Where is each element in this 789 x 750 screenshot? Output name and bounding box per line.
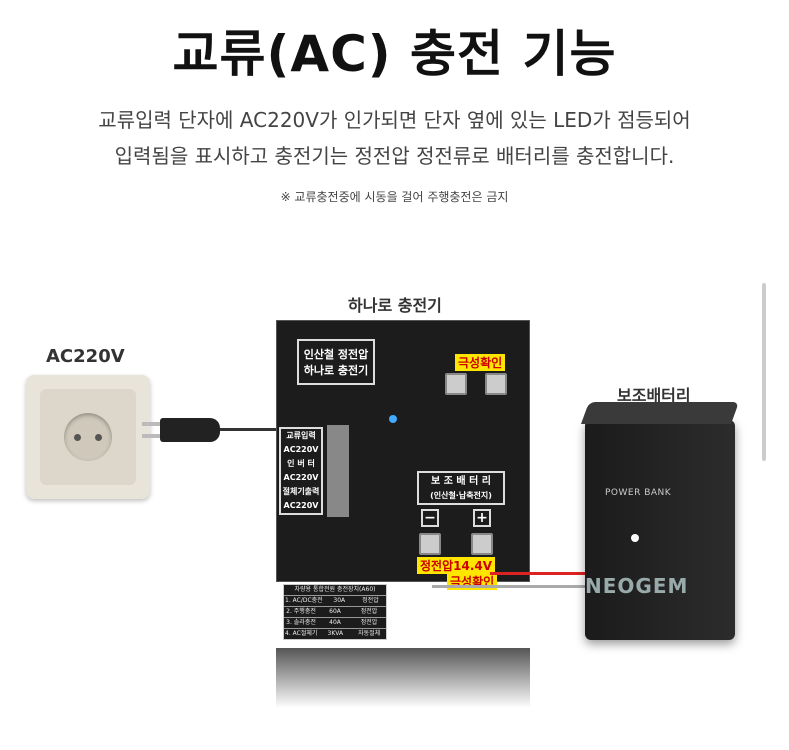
terminal-screw [485, 373, 507, 395]
input-2-volt: AC220V [283, 473, 319, 482]
charger-label: 하나로 충전기 [348, 296, 442, 315]
plug-image [142, 418, 220, 442]
device-name-2: 하나로 충전기 [303, 364, 369, 377]
aux-battery-sub: (인산철·납축전지) [430, 491, 492, 500]
led-blue [389, 415, 397, 423]
input-3-name: 절체기출력 [282, 487, 320, 496]
terminal-screw [471, 533, 493, 555]
plug-cable [220, 428, 278, 431]
device-name-1: 인산철 정전압 [303, 348, 369, 361]
description-line-2: 입력됨을 표시하고 충전기는 정전압 정전류로 배터리를 충전합니다. [114, 144, 675, 168]
charger-device: 인산철 정전압 하나로 충전기 극성확인 교류입력 AC220V 인 버 터 AC2… [276, 320, 530, 590]
terminal-block [327, 425, 349, 517]
brand-watermark: NEOGEM [585, 574, 689, 598]
input-1-volt: AC220V [283, 445, 319, 454]
plus-sign: + [473, 509, 491, 527]
aux-battery-title: 보 조 배 터 리 [431, 476, 491, 487]
outlet-image [26, 375, 150, 499]
input-3-volt: AC220V [283, 501, 319, 510]
description-line-1: 교류입력 단자에 AC220V가 인가되면 단자 옆에 있는 LED가 점등되어 [98, 108, 691, 132]
warning-note: ※ 교류충전중에 시동을 걸어 주행충전은 금지 [280, 190, 509, 204]
battery-label: 보조배터리 [617, 386, 691, 405]
aux-battery-plate: 보 조 배 터 리 (인산철·납축전지) [417, 471, 505, 505]
minus-sign: − [421, 509, 439, 527]
device-name-plate: 인산철 정전압 하나로 충전기 [297, 339, 375, 385]
device-reflection [276, 648, 530, 708]
input-1-name: 교류입력 [286, 431, 316, 440]
input-labels: 교류입력 AC220V 인 버 터 AC220V 절체기출력 AC220V [279, 427, 323, 515]
red-wire [490, 572, 590, 575]
scrollbar[interactable] [762, 283, 766, 461]
page-title: 교류(AC) 충전 기능 [172, 25, 617, 83]
power-bank-led [631, 534, 639, 542]
outlet-label: AC220V [46, 346, 125, 367]
power-bank-text: POWER BANK [605, 488, 672, 498]
power-bank-image [580, 402, 740, 640]
gray-wire [432, 585, 590, 588]
terminal-screw [419, 533, 441, 555]
terminal-screw [445, 373, 467, 395]
voltage-label: 정전압14.4V [417, 557, 496, 574]
polarity-label-top: 극성확인 [455, 354, 506, 371]
input-2-name: 인 버 터 [287, 459, 315, 468]
spec-table-title: 차량용 통합전원 충전장치(A60) [294, 586, 376, 593]
